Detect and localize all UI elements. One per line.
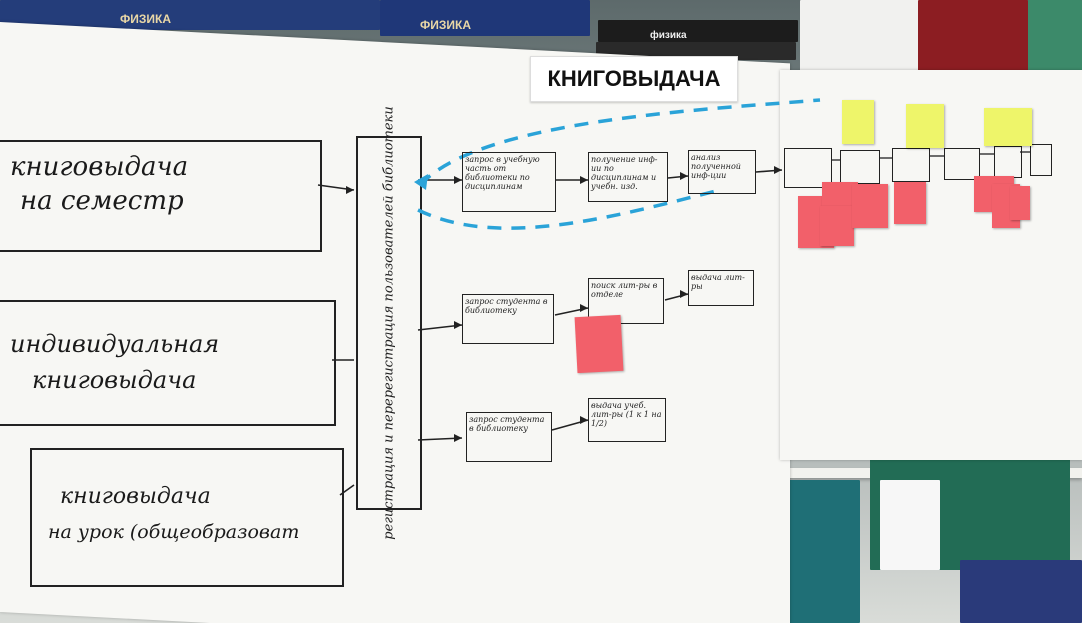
step-analyze-info: анализ полученной инф-ции <box>688 150 756 194</box>
step-receive-info: получение инф-ии по дисциплинам и учебн.… <box>588 152 668 202</box>
box-individual-line2: книговыдача <box>32 366 197 394</box>
book-cover <box>880 480 940 570</box>
book-stack <box>960 560 1082 623</box>
step-issue-literature: выдача лит-ры <box>688 270 754 306</box>
book-spine <box>598 20 798 42</box>
book-title-left: ФИЗИКА <box>120 12 171 26</box>
box-semester-line2: на семестр <box>20 186 184 216</box>
step-box <box>1030 144 1052 176</box>
sticky-note-pink <box>574 314 624 374</box>
box-individual <box>0 300 336 426</box>
sticky-note-yellow <box>842 100 874 144</box>
box-lesson-line1: книговыдача <box>60 484 211 509</box>
step-student-request-lesson: запрос студента в библиотеку <box>466 412 552 462</box>
step-box <box>892 148 930 182</box>
sticky-note-yellow <box>984 108 1032 146</box>
step-box <box>840 150 880 184</box>
book-spine <box>380 0 590 36</box>
step-issue-textbooks: выдача учеб. лит-ры (1 к 1 на 1/2) <box>588 398 666 442</box>
book-title-left-2: ФИЗИКА <box>420 18 471 32</box>
sticky-note-pink <box>1010 186 1030 220</box>
box-semester-line1: книговыдача <box>10 152 189 182</box>
box-lesson <box>30 448 344 587</box>
registration-box: регистрация и перерегистрация пользовате… <box>356 106 422 540</box>
sticky-note-yellow <box>906 104 944 148</box>
step-box <box>944 148 980 180</box>
box-semester <box>0 140 322 252</box>
sticky-note-pink <box>820 206 854 246</box>
sticky-note-pink <box>852 184 888 228</box>
step-box <box>994 146 1022 178</box>
step-student-request: запрос студента в библиотеку <box>462 294 554 344</box>
step-search-literature: поиск лит-ры в отделе <box>588 278 664 324</box>
box-lesson-line2: на урок (общеобразоват <box>48 521 300 543</box>
step-request-curriculum: запрос в учебную часть от библиотеки по … <box>462 152 556 212</box>
box-individual-line1: индивидуальная <box>10 330 220 358</box>
book-title-right: физика <box>650 30 687 41</box>
book-stack <box>800 0 920 80</box>
sticky-note-pink <box>894 182 926 224</box>
poster-title: КНИГОВЫДАЧА <box>530 56 738 102</box>
step-box <box>784 148 832 188</box>
